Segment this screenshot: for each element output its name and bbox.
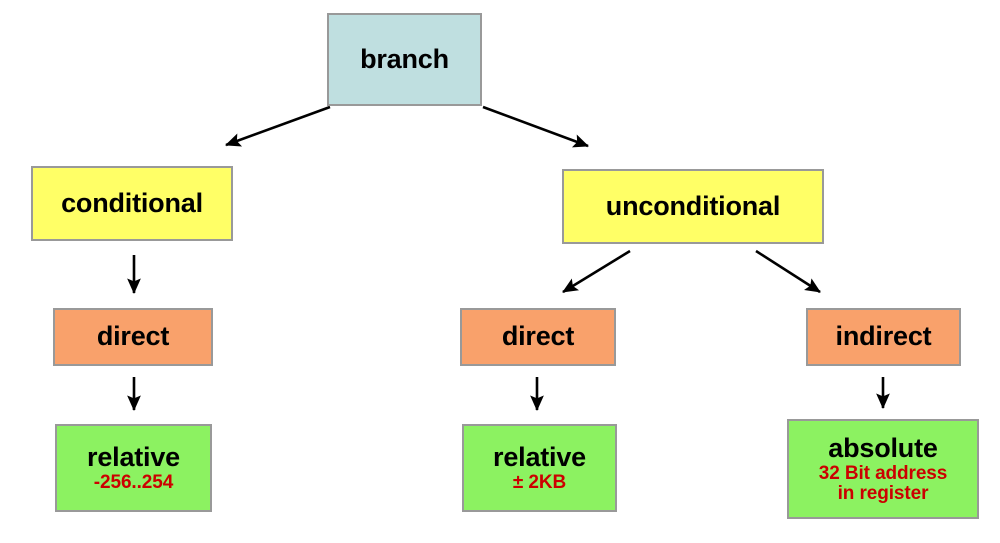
node-sublabel: ± 2KB <box>513 473 566 492</box>
node-sublabel-line1: 32 Bit address <box>818 463 948 485</box>
node-sublabel: -256..254 <box>94 473 173 492</box>
node-unconditional-direct[interactable]: direct <box>460 308 616 366</box>
edge-branch-to-unconditional <box>482 105 589 148</box>
edge-unconditional-to-indirect <box>755 249 821 294</box>
edge-branch-to-conditional <box>225 105 331 147</box>
node-label: direct <box>501 321 575 352</box>
node-branch[interactable]: branch <box>327 13 482 106</box>
node-label: branch <box>360 43 449 74</box>
node-label: unconditional <box>605 190 781 221</box>
node-sublabel-line1: ± 2KB <box>512 472 567 494</box>
node-label: relative <box>87 441 180 472</box>
node-label: absolute <box>828 432 938 463</box>
node-label: indirect <box>835 321 932 352</box>
node-unconditional-indirect[interactable]: indirect <box>806 308 961 366</box>
node-conditional-relative[interactable]: relative-256..254 <box>55 424 212 512</box>
node-label: conditional <box>61 187 203 218</box>
node-sublabel-line1: -256..254 <box>93 472 174 494</box>
node-label: direct <box>96 321 170 352</box>
node-label: relative <box>493 441 586 472</box>
node-sublabel-line2: in register <box>837 482 929 504</box>
node-unconditional[interactable]: unconditional <box>562 169 824 244</box>
edge-unconditional-to-direct <box>562 249 631 294</box>
node-conditional-direct[interactable]: direct <box>53 308 213 366</box>
node-conditional[interactable]: conditional <box>31 166 233 241</box>
node-unconditional-relative[interactable]: relative± 2KB <box>462 424 617 512</box>
